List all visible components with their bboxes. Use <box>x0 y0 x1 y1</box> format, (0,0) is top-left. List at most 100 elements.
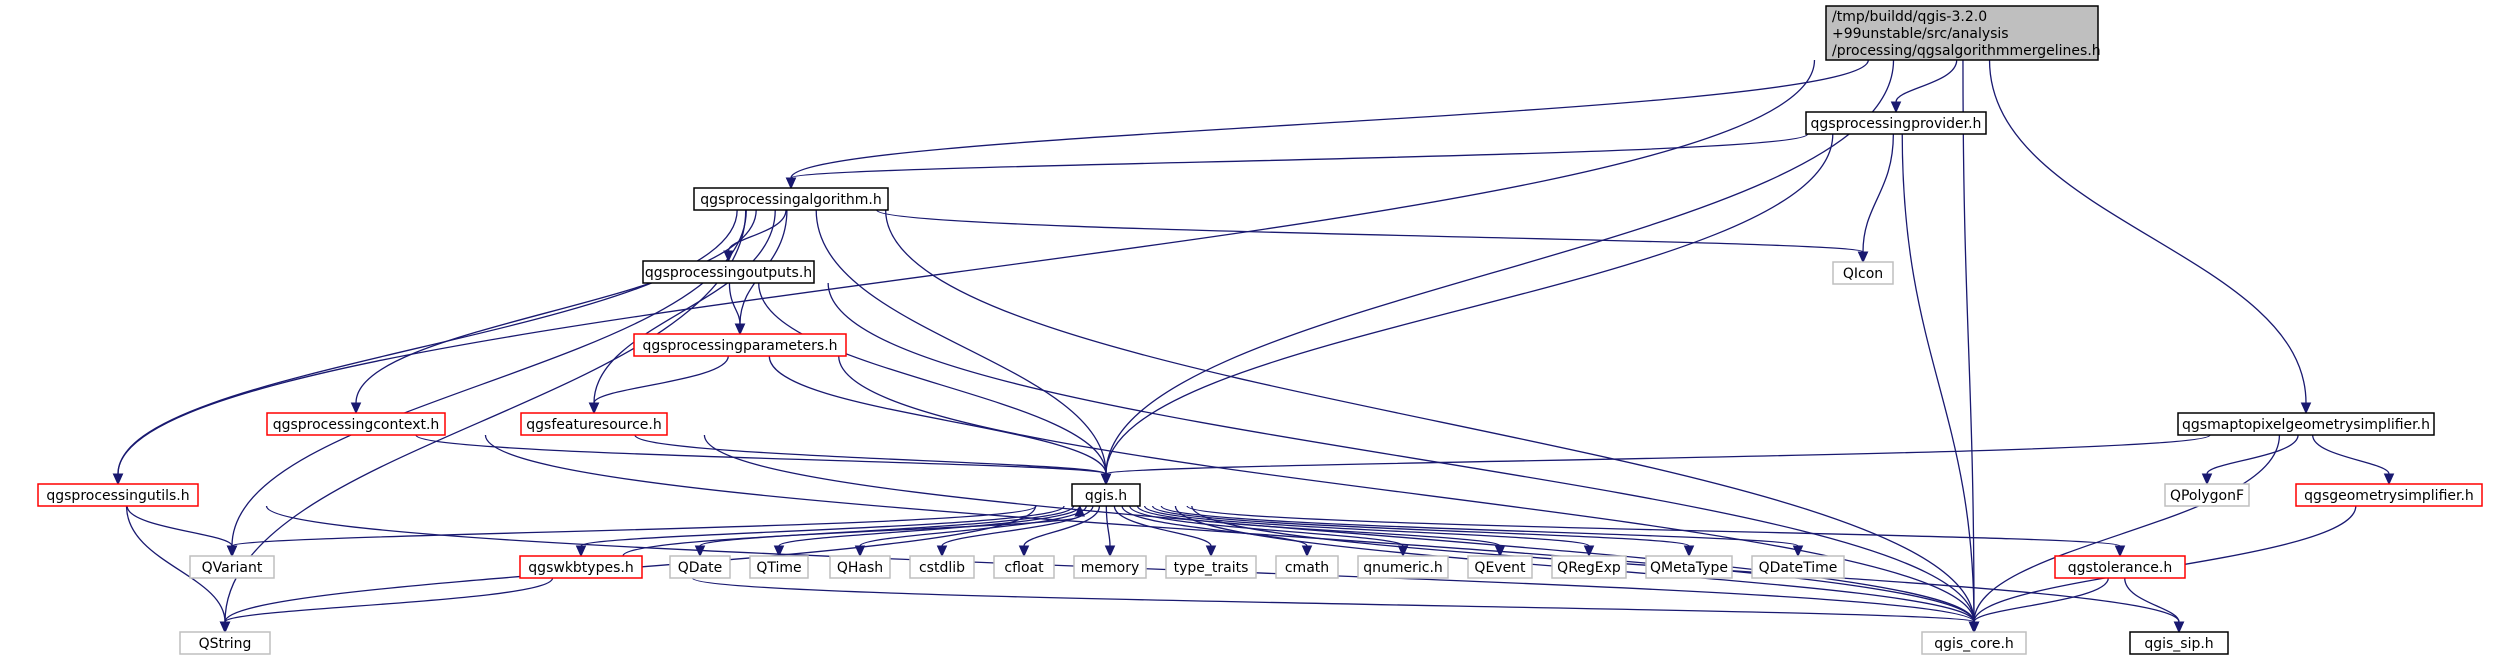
node-label: cfloat <box>1004 560 1044 576</box>
node-label: QString <box>199 636 252 652</box>
edge-root-to-provider <box>1890 59 1958 114</box>
node-box <box>993 555 1055 579</box>
node-label: qgsprocessingprovider.h <box>1811 116 1982 132</box>
edge-utils-to-qvariant <box>126 505 238 558</box>
node-qgiscore: qgis_core.h <box>1921 631 2027 655</box>
node-cmath: cmath <box>1275 555 1339 579</box>
node-qpolygonf: QPolygonF <box>2164 483 2250 507</box>
edge-provider-to-qgis <box>1100 133 1834 486</box>
node-qgissip[interactable]: qgis_sip.h <box>2129 631 2229 655</box>
node-label: qgis.h <box>1085 488 1127 504</box>
node-box <box>1645 555 1733 579</box>
node-geomsimp[interactable]: qgsgeometrysimplifier.h <box>2295 483 2483 507</box>
edge-mtpgs-to-qgis <box>1100 434 2211 486</box>
edge-qgis-to-tolerance <box>1186 505 2126 558</box>
node-label: QRegExp <box>1557 560 1621 576</box>
edge-context-to-qgiscore <box>484 434 1980 634</box>
edge-provider-to-algorithm <box>785 133 1809 190</box>
node-wkbtypes[interactable]: qgswkbtypes.h <box>519 555 643 579</box>
edge-qgis-to-wkbtypes <box>575 505 1065 558</box>
node-box <box>633 333 847 357</box>
node-label: qgsgeometrysimplifier.h <box>2304 488 2474 504</box>
edge-qgis-to-qevent <box>1136 505 1506 558</box>
node-qdatetime: QDateTime <box>1751 555 1845 579</box>
edge-qgis-to-qtime <box>773 505 1081 558</box>
node-box <box>189 555 275 579</box>
node-parameters[interactable]: qgsprocessingparameters.h <box>633 333 847 357</box>
node-label: /processing/qgsalgorithmmergelines.h <box>1832 43 2101 59</box>
edge-parameters-to-qgiscore <box>838 355 1980 634</box>
node-box <box>1805 111 1987 135</box>
node-mtpgs[interactable]: qgsmaptopixelgeometrysimplifier.h <box>2177 412 2435 436</box>
node-qicon: QIcon <box>1832 261 1894 285</box>
edge-qgis-to-cstdlib <box>936 505 1094 558</box>
node-qdate: QDate <box>669 555 731 579</box>
edge-qgis-to-qdate <box>694 505 1075 558</box>
node-box <box>1357 555 1449 579</box>
node-memory: memory <box>1073 555 1147 579</box>
node-box <box>266 412 446 436</box>
edge-tolerance-to-qgiscore <box>1968 577 2109 634</box>
node-label: qnumeric.h <box>1363 560 1443 576</box>
node-context[interactable]: qgsprocessingcontext.h <box>266 412 446 436</box>
node-box <box>749 555 809 579</box>
node-label: QTime <box>756 560 801 576</box>
edge-qgis-to-cfloat <box>1018 505 1101 558</box>
node-box <box>1751 555 1845 579</box>
node-box <box>1921 631 2027 655</box>
node-label: qgstolerance.h <box>2068 560 2172 576</box>
node-label: qgswkbtypes.h <box>528 560 633 576</box>
node-box <box>669 555 731 579</box>
node-label: QPolygonF <box>2170 488 2244 504</box>
node-label: qgsprocessingcontext.h <box>273 417 440 433</box>
node-box <box>1467 555 1533 579</box>
node-label: QHash <box>837 560 883 576</box>
node-box <box>1275 555 1339 579</box>
edge-qgis-to-qnumeric <box>1129 505 1409 558</box>
node-label: /tmp/buildd/qgis-3.2.0 <box>1832 9 1987 25</box>
node-label: qgsfeaturesource.h <box>526 417 661 433</box>
node-box <box>1832 261 1894 285</box>
edge-qgis-to-typetraits <box>1113 505 1217 558</box>
edge-parameters-to-featuresource <box>588 355 729 415</box>
node-provider[interactable]: qgsprocessingprovider.h <box>1805 111 1987 135</box>
node-label: type_traits <box>1174 560 1249 576</box>
node-utils[interactable]: qgsprocessingutils.h <box>37 483 199 507</box>
node-qmetatype: QMetaType <box>1645 555 1733 579</box>
node-box <box>179 631 271 655</box>
node-qregexp: QRegExp <box>1551 555 1627 579</box>
edge-root-to-qgis <box>1100 59 1895 486</box>
node-label: QIcon <box>1843 266 1883 282</box>
node-box <box>519 555 643 579</box>
node-qevent: QEvent <box>1467 555 1533 579</box>
node-label: QDateTime <box>1759 560 1838 576</box>
node-root[interactable]: /tmp/buildd/qgis-3.2.0+99unstable/src/an… <box>1825 5 2101 61</box>
node-label: qgsprocessingutils.h <box>46 488 189 504</box>
node-label: qgsprocessingoutputs.h <box>645 265 812 281</box>
edge-qgis-to-qdatetime <box>1160 505 1804 558</box>
node-box <box>2295 483 2483 507</box>
node-box <box>1551 555 1627 579</box>
node-qgis[interactable]: qgis.h <box>1071 483 1141 507</box>
graph-nodes: /tmp/buildd/qgis-3.2.0+99unstable/src/an… <box>37 5 2483 655</box>
edge-parameters-to-qgis <box>768 355 1112 486</box>
node-featuresource[interactable]: qgsfeaturesource.h <box>520 412 668 436</box>
node-outputs[interactable]: qgsprocessingoutputs.h <box>642 260 815 284</box>
edge-wkbtypes-to-qgis <box>622 504 1086 557</box>
node-box <box>2054 555 2186 579</box>
node-box <box>1165 555 1257 579</box>
node-tolerance[interactable]: qgstolerance.h <box>2054 555 2186 579</box>
node-algorithm[interactable]: qgsprocessingalgorithm.h <box>693 187 889 211</box>
node-box <box>642 260 815 284</box>
edge-qgis-to-memory <box>1104 505 1116 558</box>
edge-mtpgs-to-qpolygonf <box>2201 434 2299 486</box>
edge-algorithm-to-featuresource <box>588 209 776 415</box>
node-label: +99unstable/src/analysis <box>1832 26 2009 42</box>
node-box <box>829 555 891 579</box>
node-label: qgsprocessingparameters.h <box>642 338 837 354</box>
node-box <box>1825 5 2099 61</box>
node-box <box>909 555 975 579</box>
node-cstdlib: cstdlib <box>909 555 975 579</box>
node-label: qgis_core.h <box>1934 636 2014 652</box>
